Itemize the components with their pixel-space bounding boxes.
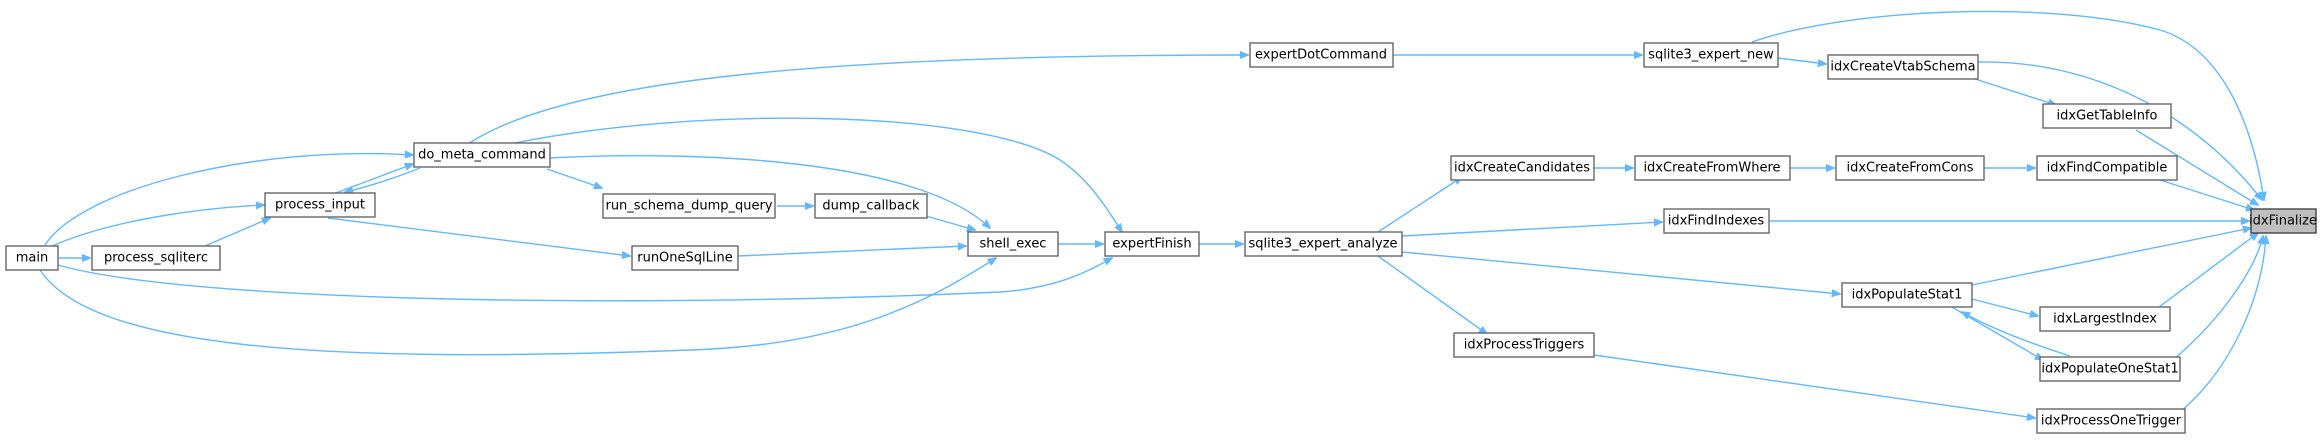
node-process-input[interactable]: process_input	[264, 192, 376, 218]
edge-analyze-populatestat1	[1401, 251, 1840, 294]
node-process-sqliterc[interactable]: process_sqliterc	[91, 245, 221, 271]
nodes: main process_sqliterc process_input do_m…	[5, 42, 2317, 434]
node-idx-process-triggers-label: idxProcessTriggers	[1464, 338, 1585, 353]
edge-main-do-meta-command	[44, 154, 413, 246]
node-sqlite3-expert-new[interactable]: sqlite3_expert_new	[1643, 42, 1779, 68]
node-sqlite3-expert-analyze-label: sqlite3_expert_analyze	[1248, 237, 1397, 252]
edge-runonesqlline-shell-exec	[737, 246, 966, 257]
edge-do-meta-run-schema	[546, 168, 602, 188]
edge-createvtab-gettableinfo	[1971, 77, 2056, 105]
node-idx-finalize[interactable]: idxFinalize	[2249, 208, 2317, 234]
node-expert-finish-label: expertFinish	[1112, 237, 1191, 252]
edge-main-shell-exec	[39, 258, 996, 356]
node-idx-populate-one-stat1[interactable]: idxPopulateOneStat1	[2039, 356, 2181, 382]
edge-do-meta-process-input	[345, 167, 421, 192]
node-idx-get-table-info[interactable]: idxGetTableInfo	[2042, 103, 2172, 129]
edge-gettableinfo-finalize	[2135, 129, 2258, 205]
node-dump-callback-label: dump_callback	[822, 199, 920, 214]
node-idx-populate-one-stat1-label: idxPopulateOneStat1	[2041, 362, 2178, 377]
edge-expertnew-createvtab	[1777, 57, 1826, 64]
node-idx-find-indexes-label: idxFindIndexes	[1668, 214, 1765, 229]
edge-processtriggers-processonetrigger	[1593, 354, 2035, 418]
node-sqlite3-expert-analyze[interactable]: sqlite3_expert_analyze	[1244, 231, 1403, 257]
node-idx-get-table-info-label: idxGetTableInfo	[2057, 109, 2158, 124]
node-shell-exec-label: shell_exec	[980, 237, 1047, 252]
edge-createvtab-finalize	[1977, 61, 2262, 200]
node-idx-find-compatible-label: idxFindCompatible	[2047, 161, 2168, 176]
edge-populateonestat1-populatestat1	[1962, 312, 2071, 357]
node-idx-populate-stat1[interactable]: idxPopulateStat1	[1841, 282, 1973, 308]
edge-analyze-processtriggers	[1377, 255, 1487, 334]
edge-process-sqliterc-process-input	[204, 218, 270, 247]
edge-do-meta-shell-exec	[547, 154, 990, 228]
edge-expertnew-finalize	[1751, 10, 2264, 200]
edge-populatestat1-largestindex	[1971, 298, 2038, 316]
node-idx-populate-stat1-label: idxPopulateStat1	[1852, 288, 1963, 303]
edge-dump-callback-shell-exec	[925, 215, 975, 230]
node-idx-create-from-where-label: idxCreateFromWhere	[1643, 161, 1780, 176]
edge-analyze-createcandidates	[1377, 177, 1462, 233]
edge-do-meta-expertfinish	[509, 117, 1122, 232]
edge-do-meta-expertdotcommand	[464, 55, 1248, 147]
edge-populateonestat1-finalize	[2174, 236, 2263, 359]
node-dump-callback[interactable]: dump_callback	[814, 193, 928, 219]
node-idx-create-from-where[interactable]: idxCreateFromWhere	[1634, 155, 1791, 181]
edge-process-input-do-meta	[327, 164, 413, 197]
node-do-meta-command-label: do_meta_command	[418, 148, 546, 163]
node-expert-finish[interactable]: expertFinish	[1104, 231, 1200, 257]
edge-process-input-runonesqlline	[327, 217, 630, 256]
node-run-schema-dump-query-label: run_schema_dump_query	[605, 199, 772, 214]
node-idx-process-one-trigger[interactable]: idxProcessOneTrigger	[2036, 408, 2186, 434]
node-idx-create-from-cons[interactable]: idxCreateFromCons	[1835, 155, 1985, 181]
node-run-one-sql-line[interactable]: runOneSqlLine	[631, 245, 739, 271]
node-idx-create-candidates-label: idxCreateCandidates	[1454, 161, 1590, 176]
edges	[39, 10, 2266, 418]
edge-analyze-findindexes	[1401, 222, 1662, 237]
node-sqlite3-expert-new-label: sqlite3_expert_new	[1648, 48, 1774, 63]
edge-processonetrigger-finalize	[2179, 236, 2266, 413]
node-expert-dot-command[interactable]: expertDotCommand	[1249, 42, 1394, 68]
node-idx-find-indexes[interactable]: idxFindIndexes	[1663, 208, 1770, 234]
node-idx-largest-index[interactable]: idxLargestIndex	[2039, 306, 2171, 332]
edge-populatestat1-finalize	[1971, 228, 2251, 286]
node-idx-process-one-trigger-label: idxProcessOneTrigger	[2041, 414, 2182, 429]
node-process-input-label: process_input	[275, 198, 365, 213]
node-idx-create-vtab-schema[interactable]: idxCreateVtabSchema	[1827, 54, 1979, 80]
node-shell-exec[interactable]: shell_exec	[967, 231, 1059, 257]
edge-findcompatible-finalize	[2159, 179, 2254, 210]
node-idx-largest-index-label: idxLargestIndex	[2053, 312, 2157, 327]
node-process-sqliterc-label: process_sqliterc	[104, 251, 208, 266]
node-idx-process-triggers[interactable]: idxProcessTriggers	[1453, 332, 1595, 358]
node-idx-create-vtab-schema-label: idxCreateVtabSchema	[1830, 60, 1975, 75]
node-idx-create-candidates[interactable]: idxCreateCandidates	[1450, 155, 1595, 181]
node-run-one-sql-line-label: runOneSqlLine	[637, 251, 733, 266]
node-run-schema-dump-query[interactable]: run_schema_dump_query	[602, 193, 776, 219]
edge-largestindex-finalize	[2154, 233, 2258, 311]
node-do-meta-command[interactable]: do_meta_command	[413, 142, 551, 168]
edge-main-expertfinish	[57, 258, 1112, 302]
node-idx-finalize-label: idxFinalize	[2249, 214, 2317, 229]
node-idx-find-compatible[interactable]: idxFindCompatible	[2036, 155, 2178, 181]
node-main-label: main	[16, 251, 48, 266]
edge-main-process-input	[49, 205, 264, 248]
node-expert-dot-command-label: expertDotCommand	[1255, 48, 1387, 63]
node-idx-create-from-cons-label: idxCreateFromCons	[1846, 161, 1973, 176]
node-main[interactable]: main	[5, 245, 59, 271]
